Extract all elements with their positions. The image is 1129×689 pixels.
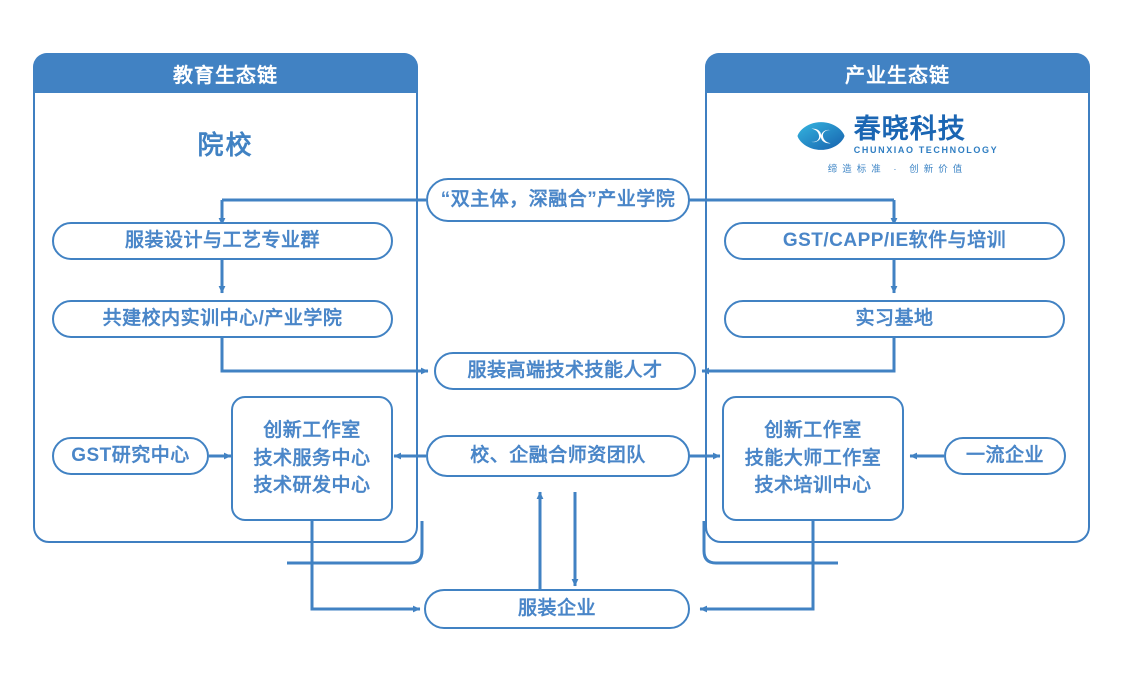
node-edu-studio-line-1: 创新工作室	[263, 420, 361, 442]
node-industry-studio-line-2: 技能大师工作室	[744, 447, 882, 469]
node-industry-college-label: “双主体，深融合”产业学院	[440, 189, 676, 211]
node-talent[interactable]: 服装高端技术技能人才	[434, 352, 696, 390]
node-software-training[interactable]: GST/CAPP/IE软件与培训	[724, 222, 1065, 260]
node-industry-studio-line-3: 技术培训中心	[754, 475, 872, 497]
wire-base-to-talent	[701, 338, 896, 375]
node-practice-base-label: 实习基地	[855, 308, 934, 330]
node-edu-studio-line-3: 技术研发中心	[253, 475, 371, 497]
node-software-training-label: GST/CAPP/IE软件与培训	[782, 230, 1007, 252]
logo-name-en: CHUNXIAO TECHNOLOGY	[853, 145, 999, 155]
node-top-enterprise[interactable]: 一流企业	[944, 437, 1066, 475]
node-industry-studio[interactable]: 创新工作室 技能大师工作室 技术培训中心	[722, 396, 904, 521]
node-talent-label: 服装高端技术技能人才	[467, 360, 663, 382]
chunxiao-eye-logo-icon	[797, 119, 845, 153]
panel-education-header-label: 教育生态链	[173, 64, 278, 87]
wire-ind-studio-to-garment	[699, 521, 815, 613]
node-training-center[interactable]: 共建校内实训中心/产业学院	[52, 300, 393, 338]
wire-edu-studio-to-garment	[310, 521, 421, 613]
node-major-group[interactable]: 服装设计与工艺专业群	[52, 222, 393, 260]
node-major-group-label: 服装设计与工艺专业群	[124, 230, 320, 252]
panel-education-header: 教育生态链	[33, 53, 418, 93]
node-edu-studio-line-2: 技术服务中心	[253, 447, 371, 469]
node-faculty-team-label: 校、企融合师资团队	[470, 445, 646, 467]
wire-edu-panel-bottom	[287, 521, 424, 565]
node-industry-studio-line-1: 创新工作室	[764, 420, 862, 442]
node-garment-enterprise-label: 服装企业	[517, 598, 596, 620]
panel-education-title: 院校	[197, 130, 254, 160]
node-gst-research[interactable]: GST研究中心	[52, 437, 209, 475]
node-top-enterprise-label: 一流企业	[965, 445, 1044, 467]
node-garment-enterprise[interactable]: 服装企业	[424, 589, 690, 629]
wire-training-to-talent	[220, 338, 429, 375]
node-industry-college[interactable]: “双主体，深融合”产业学院	[426, 178, 690, 222]
node-gst-research-label: GST研究中心	[71, 445, 190, 467]
node-practice-base[interactable]: 实习基地	[724, 300, 1065, 338]
panel-industry-header-label: 产业生态链	[845, 64, 950, 87]
wire-ind-panel-bottom	[702, 521, 838, 565]
node-training-center-label: 共建校内实训中心/产业学院	[102, 308, 343, 330]
logo-name-cn: 春晓科技	[853, 114, 966, 144]
chunxiao-logo: 春晓科技 CHUNXIAO TECHNOLOGY 缔造标准 · 创新价值	[705, 116, 1090, 175]
logo-tagline: 缔造标准 · 创新价值	[827, 164, 968, 175]
node-edu-studio[interactable]: 创新工作室 技术服务中心 技术研发中心	[231, 396, 393, 521]
node-faculty-team[interactable]: 校、企融合师资团队	[426, 435, 690, 477]
panel-industry-header: 产业生态链	[705, 53, 1090, 93]
